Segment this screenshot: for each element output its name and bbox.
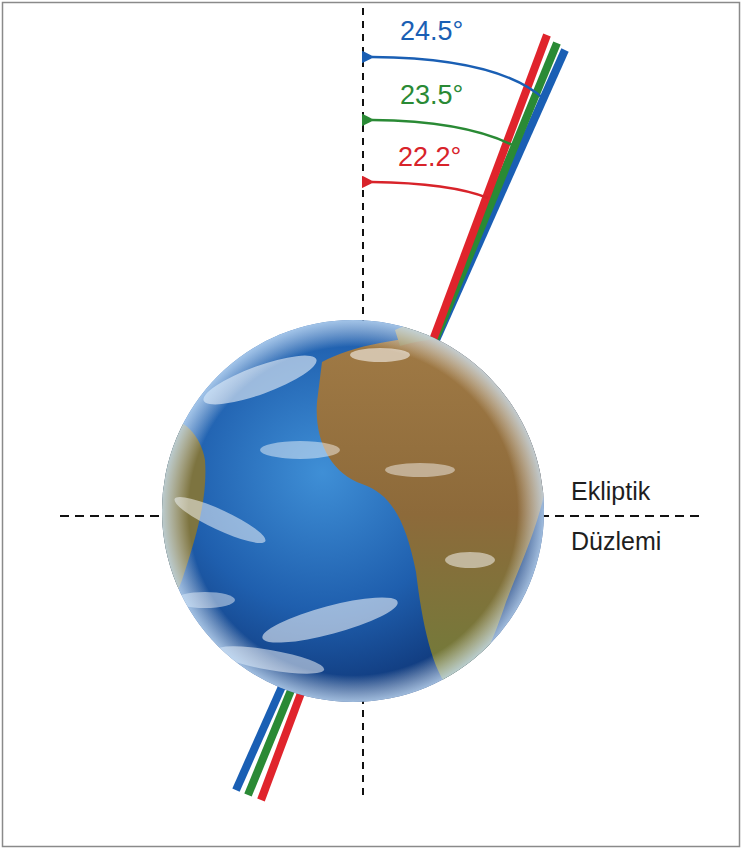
- plane-label-box: Ekliptik Düzlemi: [571, 466, 703, 566]
- angle-label: 23.5°: [400, 80, 463, 111]
- frame: [3, 3, 740, 847]
- angle-label: 22.2°: [398, 142, 461, 173]
- angle-label-box: 23.5°: [400, 80, 463, 111]
- angle-label: 24.5°: [400, 16, 463, 47]
- angle-label-box: 22.2°: [398, 142, 461, 173]
- angle-arc: [372, 182, 488, 198]
- earth-globe: [150, 320, 550, 704]
- plane-label: Ekliptik Düzlemi: [571, 466, 703, 566]
- angle-label-box: 24.5°: [400, 16, 463, 47]
